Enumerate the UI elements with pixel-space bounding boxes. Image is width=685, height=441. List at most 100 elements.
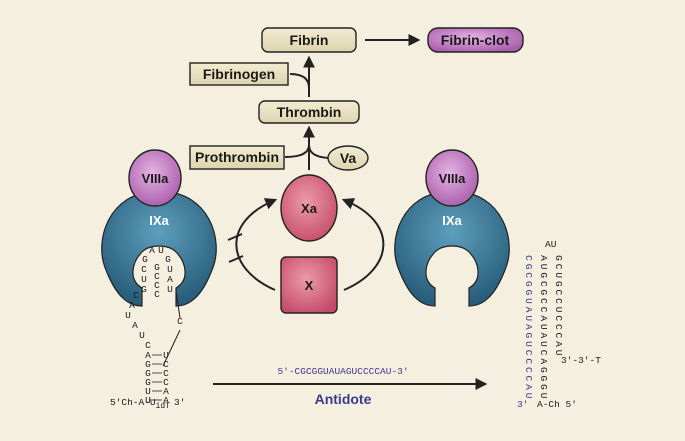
duplex-aptamer-base: U — [538, 341, 549, 347]
aptamer-stem-base: U — [163, 350, 169, 361]
left-viiia-label: VIIIa — [142, 171, 170, 186]
duplex-three-three-end: 3′-3′-T — [561, 355, 601, 366]
aptamer-stem-base: C — [163, 377, 169, 388]
aptamer-loop-base: U — [158, 245, 164, 256]
left-activation-arrow — [235, 198, 278, 291]
aptamer-stem-base: A — [145, 350, 151, 361]
prothrombin-feed-curve — [284, 144, 310, 158]
duplex-aptamer-base: A — [538, 315, 549, 321]
duplex-antidote-base: G — [523, 333, 534, 339]
duplex-antidote-base: G — [523, 264, 534, 270]
aptamer-stem-base: G — [145, 377, 151, 388]
duplex-aptamer-base: C — [538, 298, 549, 304]
aptamer-stem-base: C — [163, 368, 169, 379]
xa-node: Xa — [280, 174, 338, 242]
aptamer-stem-base: A — [163, 386, 169, 397]
fibrin-clot-label: Fibrin-clot — [441, 32, 510, 48]
duplex-antidote-base: G — [523, 290, 534, 296]
aptamer-stem-base: G — [145, 368, 151, 379]
duplex-aptamer-base: U — [538, 324, 549, 330]
duplex-aptamer-base: G — [538, 384, 549, 390]
duplex-aptamer-base: G — [553, 281, 564, 287]
duplex-antidote-base: C — [523, 376, 534, 382]
duplex-aptamer-base: U — [538, 264, 549, 270]
antidote-label: Antidote — [315, 391, 372, 407]
duplex-aptamer-base: C — [538, 307, 549, 313]
right-activation-arrow — [341, 198, 385, 291]
fibrinogen-box: Fibrinogen — [189, 62, 289, 86]
duplex-top-label: AU — [545, 239, 557, 250]
x-label: X — [305, 278, 314, 293]
fibrin-box: Fibrin — [261, 27, 357, 53]
aptamer-loop-base: U — [167, 284, 173, 295]
aptamer-loop-base: G — [165, 254, 171, 265]
right-ixa-label: IXa — [442, 213, 462, 228]
duplex-antidote-base: A — [523, 384, 534, 390]
duplex-aptamer-base: U — [538, 393, 549, 399]
aptamer-strand-base: U — [139, 330, 145, 341]
duplex-aptamer-base: C — [553, 264, 564, 270]
duplex-antidote-base: C — [523, 350, 534, 356]
aptamer-loop-base: G — [142, 254, 148, 265]
aptamer-loop-base: C — [141, 264, 147, 275]
duplex-aptamer-base: U — [553, 350, 564, 356]
duplex-antidote-base: U — [523, 341, 534, 347]
thrombin-box: Thrombin — [258, 100, 360, 124]
aptamer-loop-base: A — [149, 245, 155, 256]
prothrombin-label: Prothrombin — [195, 149, 279, 165]
right-viiia-label: VIIIa — [439, 171, 467, 186]
aptamer-stem-base: G — [145, 359, 151, 370]
inhibition-mark-1 — [227, 233, 243, 241]
aptamer-strand-base: U — [125, 310, 131, 321]
duplex-aptamer-base: C — [553, 324, 564, 330]
duplex-antidote-base: A — [523, 307, 534, 313]
aptamer-strand-base: A — [132, 320, 138, 331]
duplex-antidote-base: U — [523, 393, 534, 399]
fibrin-clot-box: Fibrin-clot — [427, 27, 524, 53]
aptamer-loop-base: U — [141, 274, 147, 285]
duplex-antidote-base: G — [523, 281, 534, 287]
x-node: X — [280, 256, 338, 314]
aptamer-loop-base: G — [154, 262, 160, 273]
aptamer-loop-base: C — [154, 271, 160, 282]
xa-label: Xa — [301, 201, 318, 216]
duplex-aptamer-base: A — [538, 358, 549, 364]
aptamer-strand-base: C — [133, 290, 139, 301]
fibrinogen-label: Fibrinogen — [203, 66, 275, 82]
aptamer-stem-base: A — [163, 395, 169, 406]
duplex-antidote-base: U — [523, 298, 534, 304]
duplex-aptamer-base: A — [538, 333, 549, 339]
duplex-aptamer-base: C — [553, 298, 564, 304]
duplex-antidote-base: C — [523, 255, 534, 261]
duplex-antidote-base: U — [523, 315, 534, 321]
duplex-aptamer-base: C — [538, 281, 549, 287]
duplex-aptamer-base: G — [538, 367, 549, 373]
duplex-aptamer-base: A — [553, 341, 564, 347]
aptamer-linker-base: C — [177, 316, 183, 327]
aptamer-strand-base: C — [145, 340, 151, 351]
aptamer-connectors — [162, 290, 181, 367]
va-label: Va — [340, 150, 357, 166]
duplex-antidote-base: C — [523, 272, 534, 278]
left-viiia-node: VIIIa — [128, 149, 182, 207]
duplex-aptamer-base: G — [538, 290, 549, 296]
right-ixa-complex: IXa — [394, 191, 510, 307]
antidote-duplex: CGCGGUAUAGUCCCCAUAUGCGCCAUAUCAGGGUGCUGCC… — [523, 255, 601, 399]
left-ixa-label: IXa — [149, 213, 169, 228]
prothrombin-box: Prothrombin — [189, 145, 285, 170]
duplex-aptamer-base: C — [553, 333, 564, 339]
aptamer-stem-base: U — [145, 395, 151, 406]
aptamer-stem-base: C — [163, 359, 169, 370]
duplex-bottom-end: A-Ch 5′ — [537, 399, 577, 410]
duplex-antidote-base: C — [523, 367, 534, 373]
fibrinogen-feed-curve — [289, 73, 310, 89]
duplex-antidote-base: A — [523, 324, 534, 330]
aptamer-loop-base: U — [167, 264, 173, 275]
duplex-aptamer-base: C — [538, 350, 549, 356]
duplex-aptamer-base: A — [538, 255, 549, 261]
aptamer-loop-base: C — [154, 289, 160, 300]
